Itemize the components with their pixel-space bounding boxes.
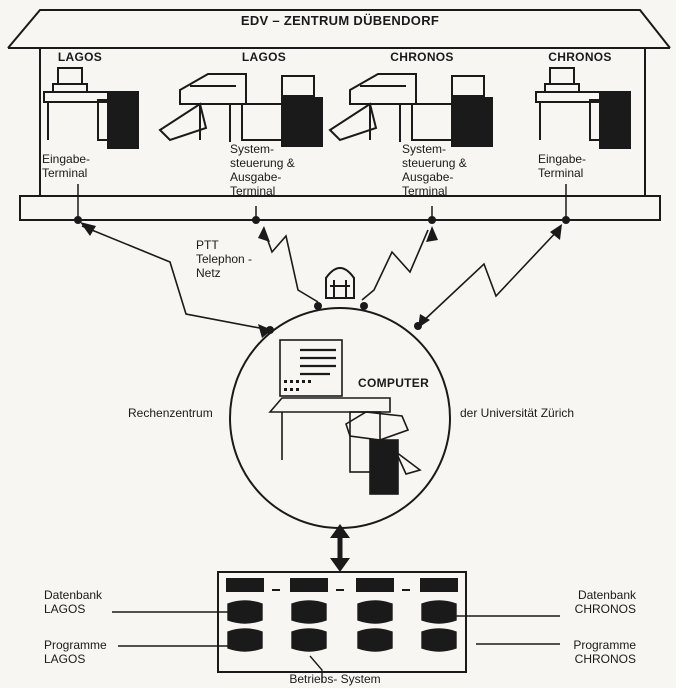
terminal-icon-chronos-input bbox=[535, 67, 631, 149]
station-2-role: System- steuerung & Ausgabe- Terminal bbox=[230, 142, 295, 198]
computer-left-caption: Rechenzentrum bbox=[128, 406, 213, 420]
disk-storage-cabinet bbox=[217, 571, 467, 673]
bus-junction-dots bbox=[74, 216, 570, 334]
storage-prog-right: Programme CHRONOS bbox=[573, 638, 636, 666]
station-1-system: LAGOS bbox=[57, 50, 103, 64]
printer-console-icon-lagos bbox=[158, 73, 323, 147]
data-transfer-arrow bbox=[330, 524, 350, 572]
printer-console-icon-chronos bbox=[328, 73, 493, 147]
storage-db-left: Datenbank LAGOS bbox=[44, 588, 103, 616]
header-title: EDV – ZENTRUM DÜBENDORF bbox=[240, 13, 440, 28]
building-outline bbox=[7, 9, 671, 221]
storage-prog-left: Programme LAGOS bbox=[44, 638, 107, 666]
station-4-system: CHRONOS bbox=[548, 50, 612, 64]
terminal-icon-lagos-input bbox=[43, 67, 139, 149]
antenna-dome-icon bbox=[325, 267, 355, 299]
station-4-role: Eingabe- Terminal bbox=[538, 152, 587, 180]
station-3-role: System- steuerung & Ausgabe- Terminal bbox=[402, 142, 467, 198]
computer-right-caption: der Universität Zürich bbox=[460, 406, 575, 420]
storage-os-label: Betriebs- System bbox=[289, 672, 381, 686]
storage-pointer-lines bbox=[112, 611, 560, 682]
computer-label: COMPUTER bbox=[358, 376, 430, 390]
station-3-system: CHRONOS bbox=[390, 50, 454, 64]
station-1-role: Eingabe- Terminal bbox=[42, 152, 91, 180]
network-links bbox=[81, 225, 561, 331]
network-label: PTT Telephon - Netz bbox=[196, 238, 253, 280]
computer-circle bbox=[229, 307, 451, 529]
computer-equipment-icon bbox=[268, 339, 422, 495]
storage-db-right: Datenbank CHRONOS bbox=[574, 588, 636, 616]
station-2-system: LAGOS bbox=[241, 50, 287, 64]
